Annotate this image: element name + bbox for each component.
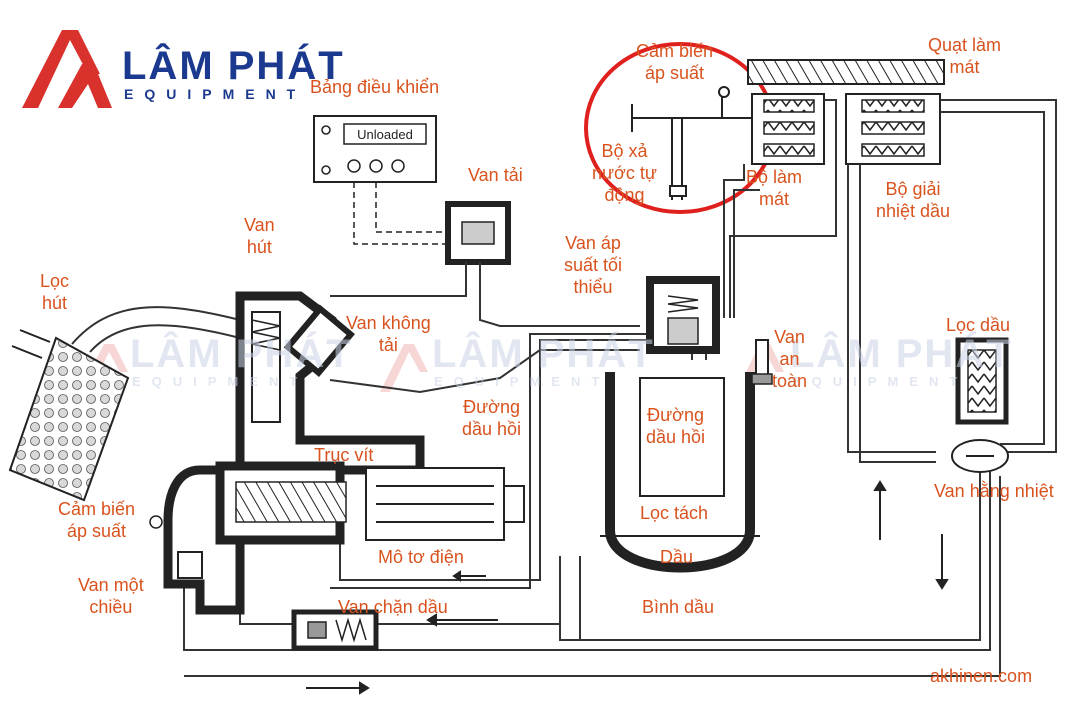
check-valve-housing [163,465,245,615]
watermark-brand-name: LÂM PHÁT [130,332,353,376]
unloaded-display: Unloaded [357,127,413,142]
control-signal-lines [353,182,454,245]
unload-valve [283,304,355,377]
brand-name: LÂM PHÁT [122,44,345,88]
oil-tank-label: Bình dầu [642,597,715,617]
watermark-brand-name: LÂM PHÁT [432,332,655,376]
brand-logo-mark [22,30,112,108]
oil-tank [600,372,760,573]
oil-stop-valve-label: Van chặn dầu [338,597,448,617]
intake-arrows [11,329,51,359]
oil-cooler [845,93,941,165]
pressure-sensor-left-gauge [149,515,163,529]
cooling-fan [747,59,945,85]
cooler [751,93,825,165]
check-valve [177,551,203,579]
watermark-brand-tagline: EQUIPMENT [434,374,611,389]
electric-motor-label: Mô tơ điện [378,547,464,567]
control-panel [313,115,437,183]
load-valve-label: Van tải [468,165,523,185]
watermark-brand-tagline: EQUIPMENT [792,374,969,389]
screw-label: Trục vít [314,445,374,465]
safety-valve [751,339,773,385]
flow-arrows [306,480,949,695]
intake-filter [8,336,130,502]
separator-label: Lọc tách [640,503,709,523]
load-valve [445,201,511,265]
watermark-brand-name: LÂM PHÁT [790,332,1013,376]
control-panel-label: Bảng điều khiển [310,77,440,97]
brand-tagline: EQUIPMENT [124,86,307,102]
thermo-valve-label: Van hằng nhiệt [934,481,1054,501]
source-credit: akhinen.com [930,666,1033,686]
oil-filter [955,337,1009,425]
compressor-body [215,291,425,545]
oil-stop-valve [291,609,379,651]
oil-label: Dầu [660,547,694,567]
min-pressure-valve [646,276,720,354]
electric-motor [365,467,525,541]
thermostatic-valve [951,439,1009,473]
watermark-brand-tagline: EQUIPMENT [132,374,309,389]
oil-filter-label: Lọc dầu [946,315,1011,335]
auto-drain-assembly [631,86,752,200]
